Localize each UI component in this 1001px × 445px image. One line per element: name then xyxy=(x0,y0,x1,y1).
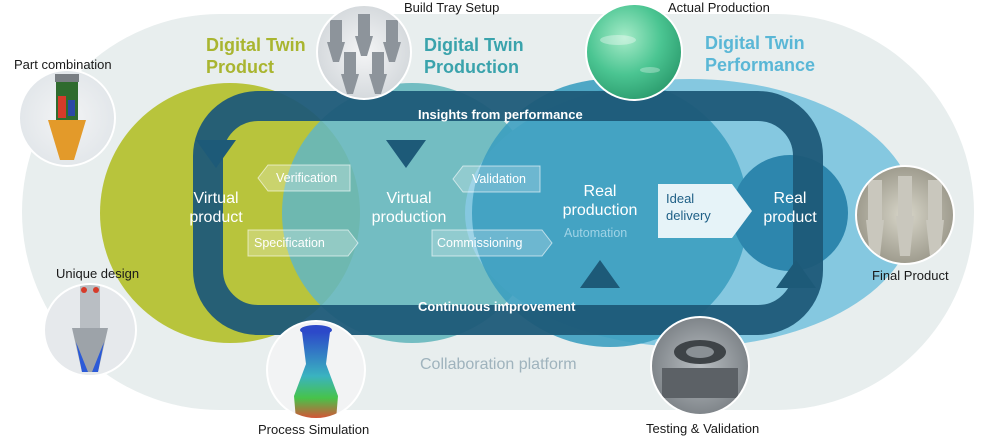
real-product-line2: product xyxy=(763,209,817,226)
validation-label: Validation xyxy=(472,172,526,186)
commissioning-arrow xyxy=(431,229,553,257)
product-header-line2: Product xyxy=(206,57,275,77)
virtual-product-line2: product xyxy=(189,209,243,226)
verification-label: Verification xyxy=(276,171,338,185)
validation-arrow xyxy=(452,165,541,193)
build-tray-caption: Build Tray Setup xyxy=(404,0,500,15)
automation-label: Automation xyxy=(564,226,628,240)
product-header-line1: Digital Twin xyxy=(206,35,306,55)
testing-validation-image xyxy=(650,316,750,416)
loop-arrow-bottom-right xyxy=(776,260,816,288)
process-simulation-image xyxy=(266,320,366,420)
product-circle xyxy=(100,83,360,343)
production-circle xyxy=(282,83,542,343)
real-product-line1: Real xyxy=(773,190,807,207)
real-product-label: Real product xyxy=(752,189,828,227)
real-production-line1: Real xyxy=(583,183,617,200)
real-production-line2: production xyxy=(562,202,638,219)
virtual-product-line1: Virtual xyxy=(193,190,239,207)
virtual-product-label: Virtual product xyxy=(176,189,256,227)
ideal-delivery-line1: Ideal xyxy=(666,191,695,206)
actual-production-image xyxy=(585,3,683,101)
product-header: Digital Twin Product xyxy=(206,34,306,78)
build-tray-image xyxy=(316,4,412,100)
specification-arrow xyxy=(247,229,359,257)
performance-header: Digital Twin Performance xyxy=(705,32,815,76)
actual-production-caption: Actual Production xyxy=(668,0,770,15)
insights-loop-label: Insights from performance xyxy=(418,107,583,122)
real-production-circle xyxy=(472,79,748,347)
loop-arrow-top-left xyxy=(196,140,236,168)
real-production-label: Real production xyxy=(552,182,648,220)
performance-header-line1: Digital Twin xyxy=(705,33,805,53)
improvement-loop xyxy=(193,91,823,335)
verification-arrow xyxy=(257,164,351,192)
commissioning-label: Commissioning xyxy=(437,236,523,250)
final-product-caption: Final Product xyxy=(872,268,949,283)
production-header-line2: Production xyxy=(424,57,519,77)
ideal-delivery-arrow xyxy=(658,184,752,238)
specification-label: Specification xyxy=(254,236,325,250)
production-header: Digital Twin Production xyxy=(424,34,524,78)
improvement-loop-label: Continuous improvement xyxy=(418,299,576,314)
process-simulation-caption: Process Simulation xyxy=(258,422,370,437)
virtual-production-line1: Virtual xyxy=(386,190,432,207)
final-product-image xyxy=(855,165,955,265)
collaboration-platform-label: Collaboration platform xyxy=(420,356,577,373)
virtual-production-label: Virtual production xyxy=(364,189,454,227)
ideal-delivery-label: Ideal delivery xyxy=(666,190,711,224)
virtual-production-line2: production xyxy=(371,209,447,226)
loop-arrow-top-mid xyxy=(386,140,426,168)
production-header-line1: Digital Twin xyxy=(424,35,524,55)
unique-design-image xyxy=(43,283,137,377)
unique-design-caption: Unique design xyxy=(56,266,140,281)
part-combination-image xyxy=(18,69,116,167)
part-combination-caption: Part combination xyxy=(14,57,112,72)
testing-validation-caption: Testing & Validation xyxy=(646,421,760,436)
loop-arrow-bottom-mid xyxy=(580,260,620,288)
performance-header-line2: Performance xyxy=(705,55,816,75)
ideal-delivery-line2: delivery xyxy=(666,208,711,223)
